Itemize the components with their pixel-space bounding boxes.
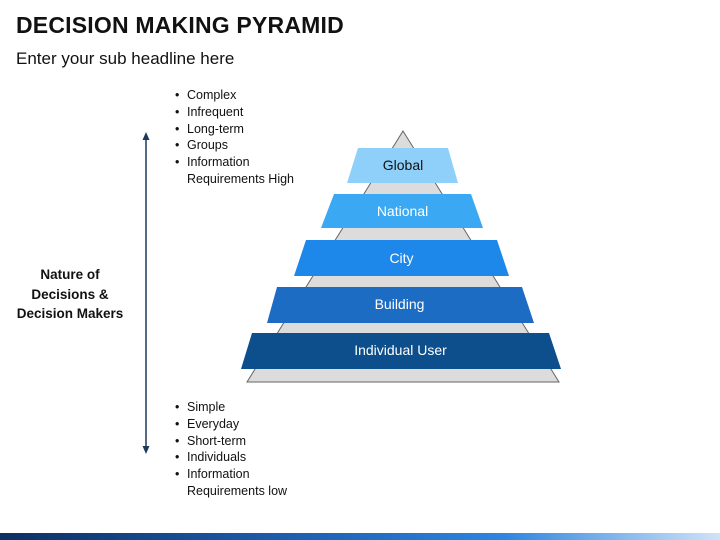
pyramid-level-label: Global [383, 157, 423, 173]
bottom-characteristics-list: Simple Everyday Short-term Individuals I… [173, 399, 287, 500]
bottom-bullet-item: Short-term [173, 433, 287, 450]
pyramid-level-label: City [389, 250, 413, 266]
vertical-double-arrow [142, 132, 150, 454]
page-subtitle: Enter your sub headline here [16, 49, 235, 68]
page-title: DECISION MAKING PYRAMID [16, 12, 344, 38]
pyramid-level-building [267, 287, 534, 323]
top-bullet-item: Complex [173, 87, 294, 104]
top-bullet-item: Infrequent [173, 104, 294, 121]
bottom-bullet-item: Information Requirements low [173, 466, 287, 500]
pyramid-level-individual-user [241, 333, 561, 369]
pyramid-level-label: Building [375, 296, 425, 312]
footer-bar [0, 533, 720, 540]
pyramid-level-city [294, 240, 509, 276]
axis-label: Nature of Decisions & Decision Makers [16, 267, 124, 321]
pyramid-level-global [347, 148, 458, 183]
bottom-bullet-item: Individuals [173, 449, 287, 466]
bottom-bullet-item: Everyday [173, 416, 287, 433]
top-bullet-item: Information Requirements High [173, 154, 294, 188]
bottom-bullet-item: Simple [173, 399, 287, 416]
top-bullet-item: Long-term [173, 121, 294, 138]
pyramid-level-label: Individual User [354, 342, 447, 358]
top-characteristics-list: Complex Infrequent Long-term Groups Info… [173, 87, 294, 188]
pyramid-level-national [321, 194, 483, 228]
top-bullet-item: Groups [173, 137, 294, 154]
pyramid-level-label: National [377, 203, 428, 219]
